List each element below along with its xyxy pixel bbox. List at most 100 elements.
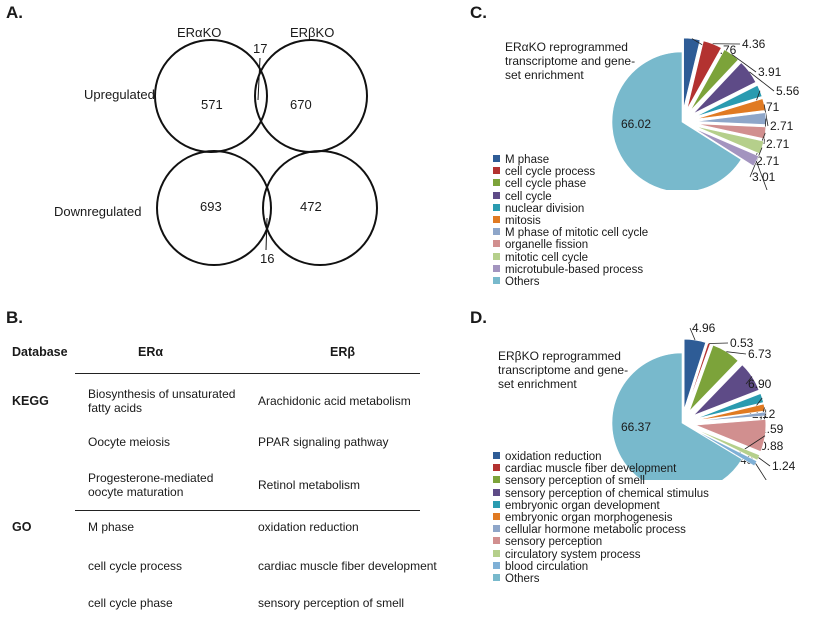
pie-d-leader-line-3	[745, 376, 753, 385]
pie-c-legend-swatch	[493, 203, 500, 211]
table-cell-go-erb-2: cardiac muscle fiber development	[258, 559, 437, 573]
pie-c-legend-item: nuclear division	[493, 203, 584, 215]
table-cell-kegg-era-2: Oocyte meiosis	[88, 435, 171, 449]
pie-c-slice-7	[695, 123, 767, 140]
pie-chart-c: 3.764.363.915.562.712.712.712.713.012.56…	[611, 37, 800, 190]
pie-c-legend-label: cell cycle phase	[505, 178, 587, 191]
pie-c-legend-swatch	[493, 191, 500, 199]
venn-up-left-circle	[154, 39, 268, 153]
pie-d-legend-item: blood circulation	[493, 561, 588, 573]
pie-c-legend-label: M phase of mitotic cell cycle	[505, 227, 649, 240]
venn-down-row-label: Downregulated	[54, 204, 142, 219]
pie-d-leader-line-0	[689, 327, 696, 341]
pie-d-legend-swatch	[493, 537, 500, 545]
pie-d-legend-label: sensory perception of smell	[505, 475, 645, 488]
pie-c-legend-label: mitosis	[505, 215, 541, 227]
pie-c-legend-label: organelle fission	[505, 239, 589, 252]
pie-d-legend-label: cardiac muscle fiber development	[505, 463, 677, 476]
pie-d-value-label-6: 0.88	[760, 439, 784, 453]
pie-c-legend-swatch	[493, 240, 500, 248]
pie-c-leader-line-2	[731, 53, 757, 73]
pie-c-slice-1	[686, 40, 722, 110]
pie-d-legend-item: sensory perception of smell	[493, 475, 645, 487]
pie-d-legend-item: oxidation reduction	[493, 451, 602, 463]
pie-c-leader-line-9	[755, 160, 768, 190]
pie-c-slice-10	[611, 51, 742, 190]
venn-up-overlap-count: 17	[253, 41, 268, 56]
table-header-database: Database	[12, 345, 68, 359]
pie-c-value-label-1: 4.36	[742, 37, 766, 51]
venn-column-label-left: ERαKO	[177, 25, 222, 40]
pie-d-legend-swatch	[493, 500, 500, 508]
pie-c-legend-label: cell cycle process	[505, 166, 596, 179]
pie-c-value-label-7: 2.71	[756, 154, 780, 168]
pie-d-slice-0	[683, 338, 707, 410]
pie-c-leader-line-5	[763, 104, 769, 127]
pie-d-legend-label: Others	[505, 573, 540, 585]
pie-d-legend-label: cellular hormone metabolic process	[505, 524, 686, 537]
pie-d-legend-label: sensory perception	[505, 536, 603, 549]
pie-c-legend-item: Others	[493, 276, 540, 288]
pie-d-leader-line-9	[755, 463, 767, 480]
table-group-go: GO	[12, 520, 32, 534]
pie-c-legend-label: nuclear division	[505, 202, 585, 215]
table-cell-go-erb-1: oxidation reduction	[258, 520, 359, 534]
pie-d-legend-swatch	[493, 476, 500, 484]
venn-up-row-label: Upregulated	[84, 87, 155, 102]
pie-c-title: ERαKO reprogrammed transcriptome and gen…	[505, 40, 636, 82]
pie-c-legend-swatch	[493, 264, 500, 272]
pie-c-legend-swatch	[493, 179, 500, 187]
pie-d-legend-swatch	[493, 488, 500, 496]
venn-column-label-right: ERβKO	[290, 25, 335, 40]
pie-c-legend-item: mitotic cell cycle	[493, 252, 588, 264]
venn-up-left-count: 571	[201, 97, 223, 112]
panel-c-letter: C.	[470, 3, 487, 22]
pie-d-value-label-0: 4.96	[692, 321, 716, 335]
pie-d-legend-item: embryonic organ development	[493, 500, 660, 512]
pie-d-legend-item: cellular hormone metabolic process	[493, 524, 686, 536]
pie-d-legend-item: Others	[493, 573, 540, 585]
pie-c-value-label-10: 66.02	[621, 117, 651, 131]
pie-d-legend-item: cardiac muscle fiber development	[493, 463, 676, 475]
pie-c-legend-label: Others	[505, 276, 540, 288]
pie-d-legend-item: sensory perception of chemical stimulus	[493, 488, 709, 500]
pie-d-slice-6	[695, 411, 767, 422]
pie-c-value-label-5: 2.71	[770, 119, 794, 133]
venn-up-right-circle	[254, 39, 368, 153]
table-header-era: ERα	[138, 345, 164, 359]
venn-up-overlap-pointer	[257, 57, 261, 101]
pie-c-value-label-6: 2.71	[766, 137, 790, 151]
pie-d-legend-swatch	[493, 525, 500, 533]
pie-d-slice-2	[689, 344, 739, 412]
pie-c-legend-label: cell cycle	[505, 190, 552, 203]
pie-c-legend-item: organelle fission	[493, 239, 588, 251]
venn-down-right-count: 472	[300, 199, 322, 214]
pie-d-legend-label: circulatory system process	[505, 548, 641, 561]
pie-c-slice-9	[694, 128, 760, 167]
pie-c-value-label-8: 3.01	[752, 170, 776, 184]
pie-c-legend-item: cell cycle process	[493, 166, 595, 178]
pie-d-legend-item: circulatory system process	[493, 549, 640, 561]
pie-d-legend-item: sensory perception	[493, 536, 602, 548]
table-cell-go-era-2: cell cycle process	[88, 559, 183, 573]
table-rule-middle	[75, 510, 420, 511]
pie-c-legend-item: M phase of mitotic cell cycle	[493, 227, 648, 239]
venn-down-overlap-count: 16	[260, 251, 275, 266]
venn-down-left-count: 693	[200, 199, 222, 214]
pie-c-legend-label: mitotic cell cycle	[505, 251, 589, 264]
pie-d-legend-label: sensory perception of chemical stimulus	[505, 487, 709, 500]
pie-c-legend-item: mitosis	[493, 215, 541, 227]
table-cell-go-erb-3: sensory perception of smell	[258, 596, 405, 610]
pie-d-legend-item: embryonic organ morphogenesis	[493, 512, 672, 524]
pie-d-legend-label: embryonic organ development	[505, 499, 660, 512]
pie-c-value-label-3: 5.56	[776, 84, 800, 98]
panel-a-letter: A.	[6, 3, 23, 22]
pie-d-slice-10	[611, 352, 743, 480]
venn-down-overlap-pointer	[265, 217, 268, 251]
pie-c-leader-line-3	[749, 71, 775, 92]
venn-diagrams	[154, 39, 378, 266]
pie-c-legend-label: microtubule-based process	[505, 263, 644, 276]
pie-c-legend-swatch	[493, 155, 500, 162]
